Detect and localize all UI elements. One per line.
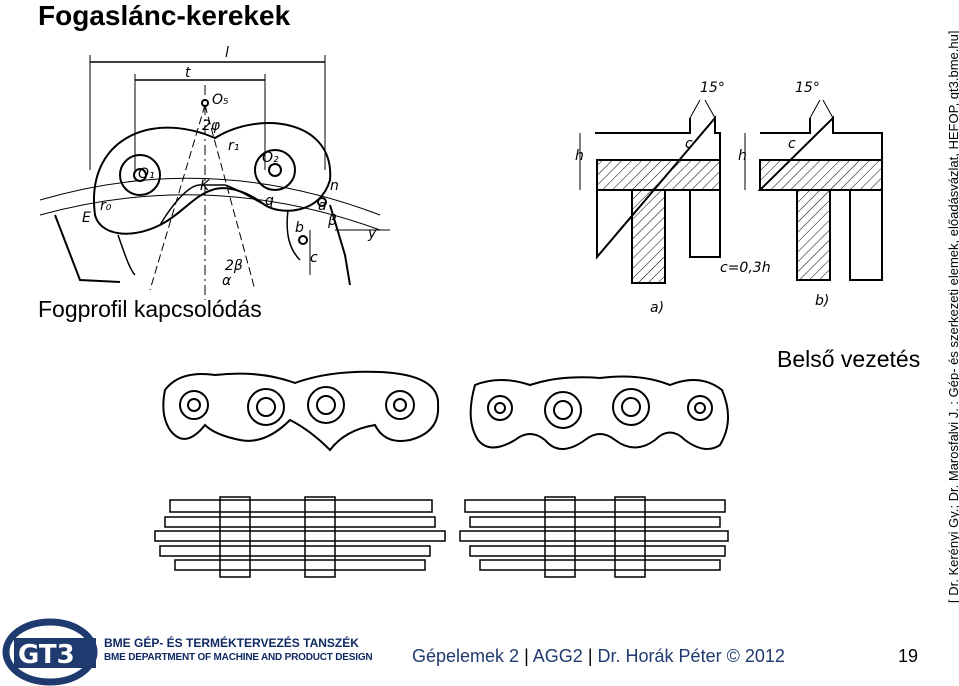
svg-text:O₅: O₅ xyxy=(212,92,229,108)
svg-text:α: α xyxy=(222,273,232,289)
svg-text:c: c xyxy=(310,250,318,266)
svg-text:y: y xyxy=(367,226,377,242)
svg-text:r₁: r₁ xyxy=(228,138,239,154)
slide-title: Fogaslánc-kerekek xyxy=(38,0,291,31)
source-reference: [ Dr. Kerényi Gy.; Dr. Marosfalvi J. : G… xyxy=(946,30,959,603)
inner-guide-figure-b xyxy=(744,99,883,281)
footer-author: Dr. Horák Péter © 2012 xyxy=(597,646,785,666)
svg-text:15°: 15° xyxy=(795,80,820,96)
page-number: 19 xyxy=(898,646,919,666)
gt3-logo-icon: GT3 xyxy=(2,618,98,686)
dept-name-hu: BME GÉP- ÉS TERMÉKTERVEZÉS TANSZÉK xyxy=(104,636,359,650)
svg-text:O₁: O₁ xyxy=(138,166,155,182)
svg-text:a: a xyxy=(318,198,327,214)
svg-text:K: K xyxy=(200,178,211,194)
svg-text:b: b xyxy=(295,220,304,236)
svg-text:n: n xyxy=(330,178,339,194)
svg-text:l: l xyxy=(225,45,229,61)
footer: Gépelemek 2 | AGG2 | Dr. Horák Péter © 2… xyxy=(412,646,785,667)
inner-guide-figure-a xyxy=(579,99,721,284)
dept-name-en: BME DEPARTMENT OF MACHINE AND PRODUCT DE… xyxy=(104,652,373,663)
svg-text:q: q xyxy=(265,193,274,209)
svg-text:r₀: r₀ xyxy=(100,198,112,214)
svg-text:15°: 15° xyxy=(700,80,725,96)
department-logo: GT3 BME GÉP- ÉS TERMÉKTERVEZÉS TANSZÉK B… xyxy=(0,614,373,686)
svg-text:t: t xyxy=(185,65,191,81)
chain-link-left xyxy=(162,370,440,452)
footer-separator: | xyxy=(587,646,593,666)
svg-text:E: E xyxy=(82,210,91,226)
svg-text:h: h xyxy=(575,148,584,164)
inner-guide-labels: 15° 15° c c h h c=0,3h a) b) xyxy=(575,80,829,316)
caption-tooth-engagement: Fogprofil kapcsolódás xyxy=(38,296,262,322)
svg-text:O₂: O₂ xyxy=(262,150,279,166)
chain-link-right xyxy=(469,375,729,450)
footer-course: Gépelemek 2 xyxy=(412,646,520,666)
svg-text:GT3: GT3 xyxy=(18,640,75,670)
chain-top-view-right xyxy=(459,496,729,578)
footer-code: AGG2 xyxy=(532,646,583,666)
svg-text:b): b) xyxy=(815,293,829,309)
footer-separator: | xyxy=(524,646,529,666)
svg-text:a): a) xyxy=(650,300,664,316)
svg-text:h: h xyxy=(738,148,747,164)
caption-inner-guide: Belső vezetés xyxy=(777,346,921,372)
svg-text:c=0,3h: c=0,3h xyxy=(720,260,771,276)
tooth-profile-labels: l t O₅ 2φ r₁ O₂ O₁ K n q E r₀ a b y c β … xyxy=(82,45,377,289)
svg-text:2β: 2β xyxy=(225,258,243,274)
tooth-profile-figure xyxy=(39,55,390,300)
svg-text:c: c xyxy=(685,136,693,152)
svg-text:c: c xyxy=(788,136,796,152)
chain-top-view-left xyxy=(154,496,446,578)
svg-text:2φ: 2φ xyxy=(202,118,221,134)
svg-text:β: β xyxy=(327,213,337,229)
